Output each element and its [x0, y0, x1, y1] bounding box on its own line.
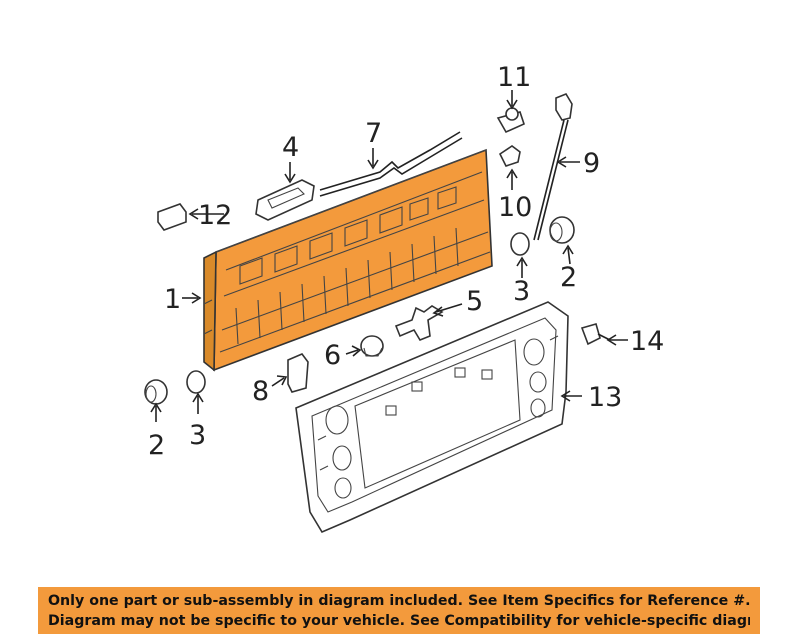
callout-7: 7: [365, 118, 382, 149]
part-4-handle-bezel: [255, 179, 315, 221]
callout-10: 10: [498, 192, 532, 223]
disclaimer-line-1: Only one part or sub-assembly in diagram…: [48, 593, 750, 609]
callout-9: 9: [583, 148, 600, 179]
part-2-plug-left: [144, 379, 168, 405]
callout-3-right: 3: [513, 276, 530, 307]
callout-14: 14: [630, 326, 664, 357]
part-7-rod: [319, 131, 463, 197]
callout-3-left: 3: [189, 420, 206, 451]
parts-diagram: 1 2 2 3 3 4 5 6 7 8 9 10 11 12 13 14: [144, 62, 664, 534]
callout-2-right: 2: [560, 262, 577, 293]
callout-2-left: 2: [148, 430, 165, 461]
callout-8: 8: [252, 376, 269, 407]
part-14-bolt: [580, 323, 611, 346]
callout-5: 5: [466, 286, 483, 317]
part-3-bumper-left: [186, 370, 206, 394]
callout-13: 13: [588, 382, 622, 413]
callout-6: 6: [324, 340, 341, 371]
part-8: [287, 353, 309, 393]
part-1-tailgate-panel: [203, 148, 493, 372]
callout-labels: 1 2 2 3 3 4 5 6 7 8 9 10 11 12 13 14: [148, 62, 664, 461]
part-2-plug-right: [549, 216, 575, 244]
part-5-bracket: [394, 305, 444, 341]
part-12: [157, 203, 187, 231]
callout-11: 11: [497, 62, 531, 93]
part-3-bumper-right: [510, 232, 530, 256]
disclaimer-line-2: Diagram may not be specific to your vehi…: [48, 613, 750, 629]
callout-4: 4: [282, 132, 299, 163]
part-9-cable: [533, 93, 573, 241]
part-11: [496, 107, 525, 134]
part-13-inner-panel: [295, 301, 569, 534]
disclaimer-banner: Only one part or sub-assembly in diagram…: [38, 587, 760, 634]
part-6: [360, 335, 384, 357]
leader-lines: [150, 90, 628, 422]
callout-1: 1: [164, 284, 181, 315]
part-10: [498, 145, 521, 167]
callout-12: 12: [198, 200, 232, 231]
